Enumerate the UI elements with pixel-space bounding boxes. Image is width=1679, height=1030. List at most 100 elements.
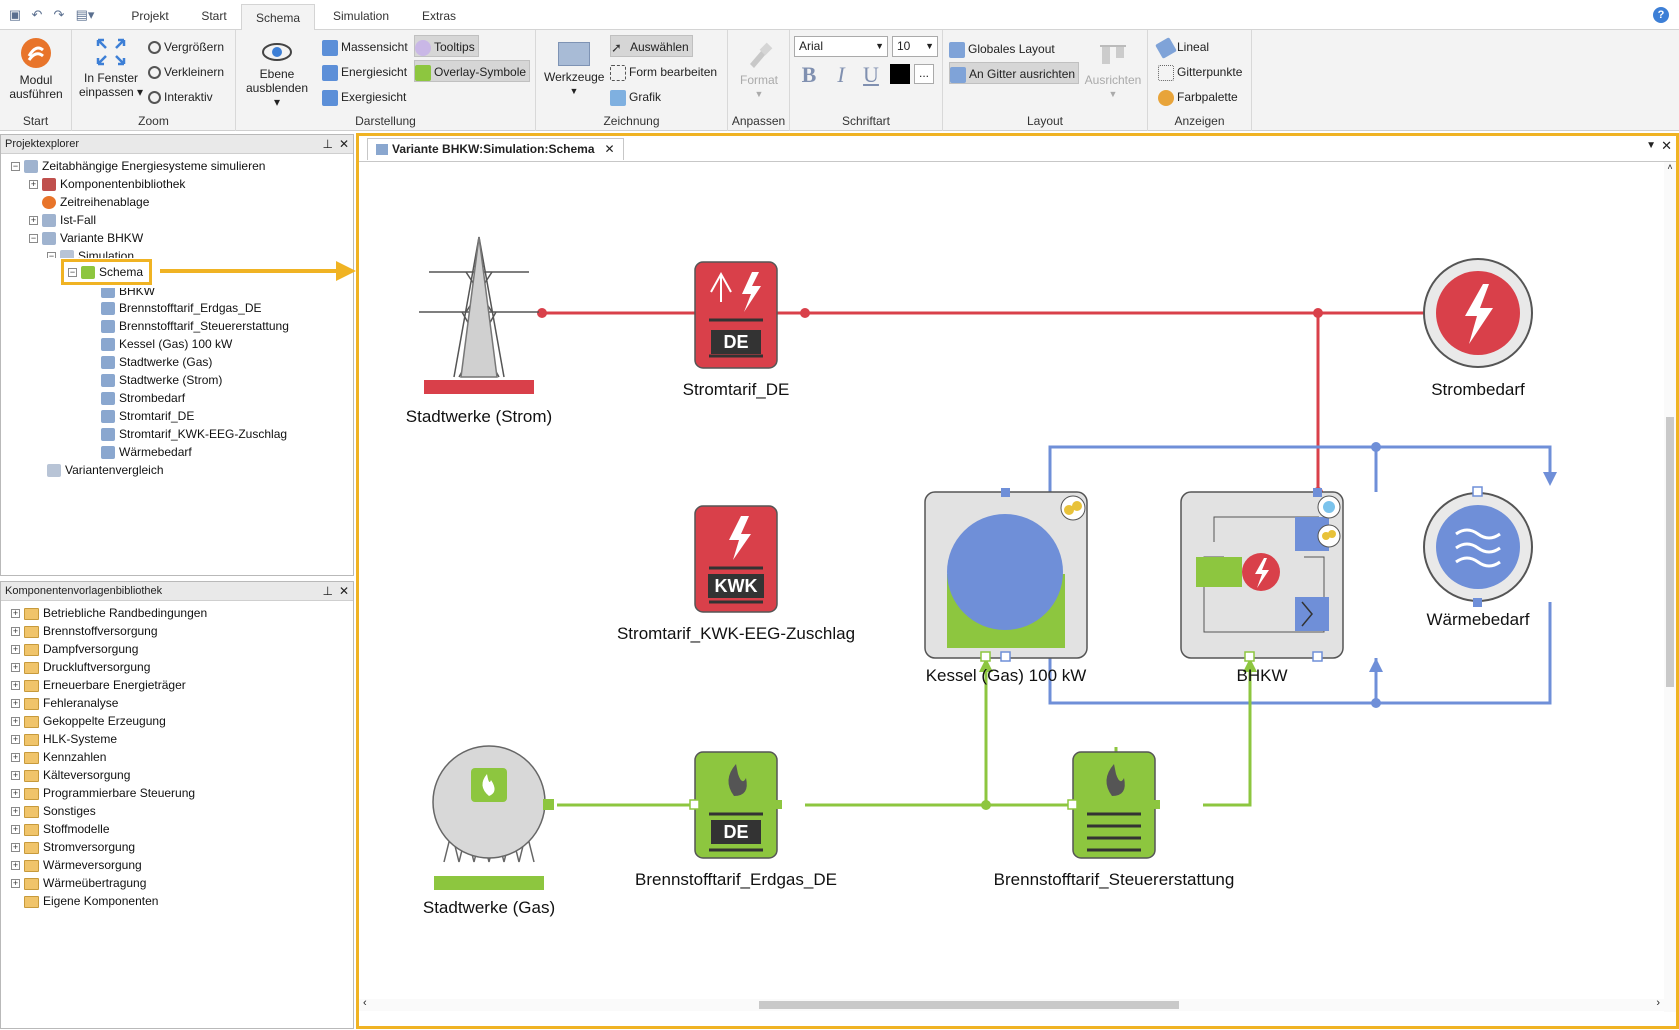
color-palette-button[interactable]: Farbpalette (1158, 86, 1238, 108)
tree-item-timeseries[interactable]: Zeitreihenablage (42, 193, 149, 211)
label-stromtarif-de[interactable]: Stromtarif_DE (682, 380, 790, 399)
expand-icon[interactable]: + (11, 608, 20, 619)
expand-icon[interactable]: + (29, 215, 38, 226)
overlay-symbols-toggle[interactable]: Overlay-Symbole (414, 60, 531, 82)
library-folder-item[interactable]: +Stoffmodelle (11, 820, 110, 838)
scroll-up-icon[interactable]: ˄ (1667, 162, 1673, 172)
tab-projekt[interactable]: Projekt (131, 9, 169, 23)
tab-start[interactable]: Start (201, 9, 227, 23)
tree-item-component[interactable]: BHKW (101, 288, 155, 300)
italic-button[interactable]: I (837, 62, 845, 87)
library-folder-item[interactable]: Eigene Komponenten (11, 892, 158, 910)
expand-icon[interactable]: + (11, 716, 20, 727)
pin-icon[interactable]: ⊥ (322, 137, 333, 151)
expand-icon[interactable]: + (11, 626, 20, 637)
tab-schema[interactable]: Schema (241, 4, 315, 31)
vertical-scroll-thumb[interactable] (1666, 417, 1674, 687)
energy-view-button[interactable]: Energiesicht (322, 61, 407, 83)
hide-layer-button[interactable]: Ebene ausblenden ▾ (244, 40, 310, 109)
library-folder-item[interactable]: +Kälteversorgung (11, 766, 130, 784)
expand-icon[interactable]: + (11, 824, 20, 835)
label-stadtwerke-strom[interactable]: Stadtwerke (Strom) (405, 407, 553, 426)
tree-item-component[interactable]: Stadtwerke (Gas) (101, 353, 212, 371)
run-module-button[interactable]: Modul ausführen (4, 36, 68, 101)
bold-button[interactable]: B (801, 62, 817, 87)
library-folder-item[interactable]: +Stromversorgung (11, 838, 135, 856)
save-icon[interactable]: ▣ (8, 7, 22, 22)
fit-window-button[interactable]: In Fenster einpassen ▾ (78, 36, 144, 99)
collapse-icon[interactable]: − (47, 251, 56, 262)
label-stadtwerke-gas[interactable]: Stadtwerke (Gas) (422, 898, 556, 917)
tree-item-ist-fall[interactable]: +Ist-Fall (29, 211, 96, 229)
tree-item-component-library[interactable]: +Komponentenbibliothek (29, 175, 185, 193)
format-button[interactable]: Format ▼ (732, 40, 786, 101)
horizontal-scrollbar[interactable]: ‹ › (359, 997, 1664, 1011)
interactive-zoom-button[interactable]: Interaktiv (148, 86, 213, 108)
help-icon[interactable]: ? (1653, 7, 1669, 23)
tree-item-component[interactable]: Kessel (Gas) 100 kW (101, 335, 232, 353)
tree-item-component[interactable]: Stromtarif_DE (101, 407, 194, 425)
library-folder-item[interactable]: +Programmierbare Steuerung (11, 784, 195, 802)
expand-icon[interactable]: + (11, 806, 20, 817)
global-layout-button[interactable]: Globales Layout (949, 38, 1055, 60)
collapse-icon[interactable]: − (11, 161, 20, 172)
pin-icon[interactable]: ⊥ (322, 584, 333, 598)
redo-icon[interactable]: ↷ (53, 7, 65, 22)
exergy-view-button[interactable]: Exergiesicht (322, 86, 406, 108)
document-menu-icon[interactable]: ▼ (1646, 140, 1656, 151)
schema-canvas[interactable]: DE KWK DE Stadtwerke (Strom) Stromtarif_… (359, 161, 1676, 1012)
expand-icon[interactable]: + (11, 752, 20, 763)
library-folder-item[interactable]: +Kennzahlen (11, 748, 106, 766)
document-tab[interactable]: Variante BHKW:Simulation:Schema✕ (367, 138, 624, 160)
tree-item-project[interactable]: −Zeitabhängige Energiesysteme simulieren (11, 157, 265, 175)
font-family-select[interactable]: Arial▼ (794, 36, 888, 57)
font-more-button[interactable]: ... (914, 64, 934, 84)
mass-view-button[interactable]: Massensicht (322, 36, 408, 58)
zoom-out-button[interactable]: Verkleinern (148, 61, 224, 83)
library-folder-item[interactable]: +Druckluftversorgung (11, 658, 150, 676)
expand-icon[interactable]: + (11, 842, 20, 853)
select-tool-button[interactable]: ➚Auswählen (610, 35, 693, 57)
snap-to-grid-toggle[interactable]: An Gitter ausrichten (949, 62, 1080, 84)
library-folder-item[interactable]: +HLK-Systeme (11, 730, 117, 748)
collapse-icon[interactable]: − (68, 267, 77, 278)
tree-item-schema[interactable]: −Schema (61, 259, 153, 285)
edit-shape-button[interactable]: Form bearbeiten (610, 61, 717, 83)
document-close-icon[interactable]: ✕ (1661, 138, 1672, 153)
library-folder-item[interactable]: +Betriebliche Randbedingungen (11, 604, 207, 622)
library-folder-item[interactable]: +Erneuerbare Energieträger (11, 676, 186, 694)
scroll-left-icon[interactable]: ‹ (363, 997, 367, 1009)
font-size-select[interactable]: 10▼ (892, 36, 938, 57)
label-stromtarif-kwk[interactable]: Stromtarif_KWK-EEG-Zuschlag (616, 624, 856, 643)
graphic-button[interactable]: Grafik (610, 86, 661, 108)
expand-icon[interactable]: + (11, 698, 20, 709)
library-folder-item[interactable]: +Brennstoffversorgung (11, 622, 158, 640)
tree-item-simulation[interactable]: −Simulation (47, 247, 134, 262)
library-folder-item[interactable]: +Fehleranalyse (11, 694, 118, 712)
close-tab-icon[interactable]: ✕ (604, 142, 615, 156)
scroll-right-icon[interactable]: › (1656, 997, 1660, 1009)
font-color-swatch[interactable] (890, 64, 910, 84)
tooltips-toggle[interactable]: Tooltips (414, 35, 479, 57)
tree-item-component[interactable]: Stromtarif_KWK-EEG-Zuschlag (101, 425, 287, 443)
tab-extras[interactable]: Extras (421, 9, 456, 23)
expand-icon[interactable]: + (11, 662, 20, 673)
expand-icon[interactable]: + (11, 644, 20, 655)
tree-item-component[interactable]: Brennstofftarif_Erdgas_DE (101, 299, 262, 317)
expand-icon[interactable]: + (11, 770, 20, 781)
close-icon[interactable]: ✕ (338, 137, 349, 151)
library-folder-item[interactable]: +Sonstiges (11, 802, 96, 820)
tree-item-component[interactable]: Strombedarf (101, 389, 185, 407)
tree-item-variante-bhkw[interactable]: −Variante BHKW (29, 229, 143, 247)
tree-item-variant-comparison[interactable]: Variantenvergleich (47, 461, 164, 479)
library-folder-item[interactable]: +Gekoppelte Erzeugung (11, 712, 166, 730)
undo-icon[interactable]: ↶ (31, 7, 43, 22)
expand-icon[interactable]: + (11, 680, 20, 691)
label-waermebedarf[interactable]: Wärmebedarf (1426, 610, 1530, 629)
tree-item-component[interactable]: Wärmebedarf (101, 443, 192, 461)
library-folder-item[interactable]: +Dampfversorgung (11, 640, 138, 658)
zoom-in-button[interactable]: Vergrößern (148, 36, 224, 58)
tree-item-component[interactable]: Stadtwerke (Strom) (101, 371, 222, 389)
label-bhkw[interactable]: BHKW (1236, 666, 1288, 685)
label-strombedarf[interactable]: Strombedarf (1431, 380, 1525, 399)
